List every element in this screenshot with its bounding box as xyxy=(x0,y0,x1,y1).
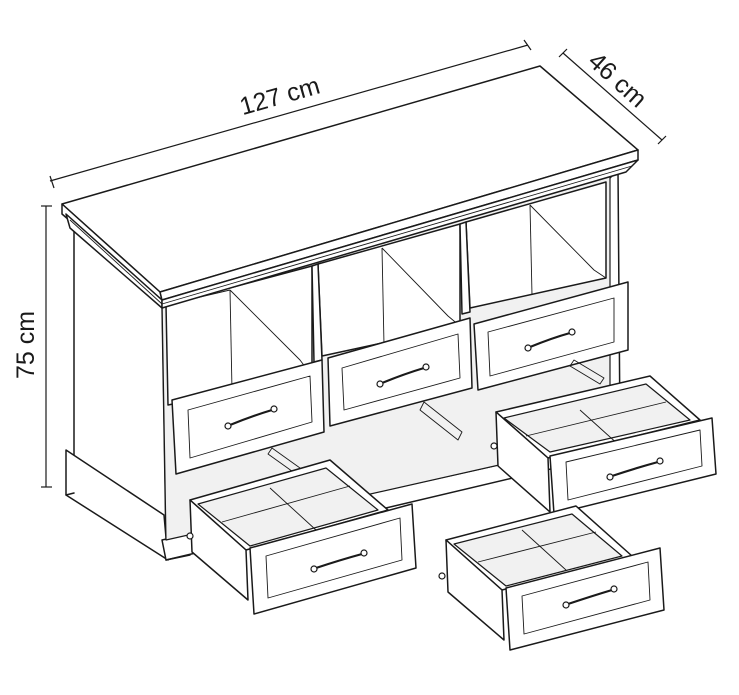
drawer-handle xyxy=(228,408,274,427)
drawer-handle xyxy=(566,588,614,606)
dimension-height: 75 cm xyxy=(12,205,52,488)
drawer-open-left-lower[interactable] xyxy=(186,459,417,615)
drawer-handle xyxy=(380,366,426,385)
drawer-front xyxy=(549,417,717,515)
drawer-upper-right[interactable] xyxy=(473,281,629,391)
divider-right xyxy=(459,221,471,315)
drawer-handle xyxy=(610,460,660,478)
tabletop xyxy=(61,65,639,309)
height-label: 75 cm xyxy=(12,311,40,379)
drawer-open-right-lower[interactable] xyxy=(438,505,665,651)
drawer-handle xyxy=(528,331,572,349)
drawer-handle xyxy=(314,552,364,570)
width-label: 127 cm xyxy=(237,72,324,122)
compartments xyxy=(165,181,607,406)
drawer-upper-middle[interactable] xyxy=(327,317,473,427)
drawer-front xyxy=(249,503,417,615)
drawer-open-right-upper[interactable] xyxy=(490,375,717,515)
drawer-upper-left[interactable] xyxy=(171,359,325,475)
